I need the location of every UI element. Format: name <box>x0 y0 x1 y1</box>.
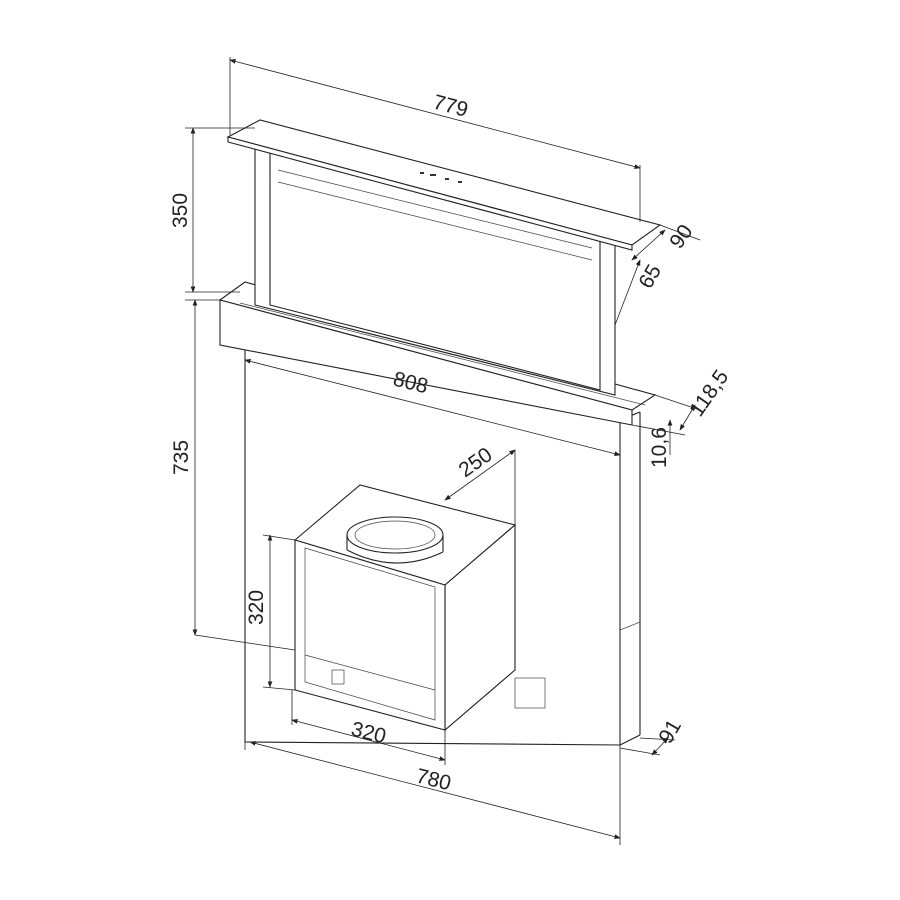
motor-box <box>293 484 546 732</box>
label-118-5: 118,5 <box>685 366 733 421</box>
label-780: 780 <box>414 765 454 796</box>
air-outlet-collar <box>346 516 444 554</box>
control-panel-icon <box>420 172 462 183</box>
dim-735: 735 <box>170 299 296 651</box>
label-65: 65 <box>634 261 666 293</box>
label-350: 350 <box>169 193 192 228</box>
dim-320-vertical: 320 <box>245 534 296 691</box>
dim-10-6: 10,6 <box>648 419 673 468</box>
label-90: 90 <box>665 221 697 253</box>
dim-350: 350 <box>169 127 255 293</box>
label-320-vertical: 320 <box>245 590 268 625</box>
connector-icon <box>514 677 546 709</box>
label-735: 735 <box>170 440 193 475</box>
label-10-6: 10,6 <box>648 427 671 468</box>
label-91: 91 <box>654 716 686 748</box>
connector-icon <box>331 669 345 685</box>
dim-780: 780 <box>244 741 621 845</box>
dim-65: 65 <box>614 259 666 326</box>
dim-91: 91 <box>619 716 686 756</box>
label-779: 779 <box>431 91 471 122</box>
